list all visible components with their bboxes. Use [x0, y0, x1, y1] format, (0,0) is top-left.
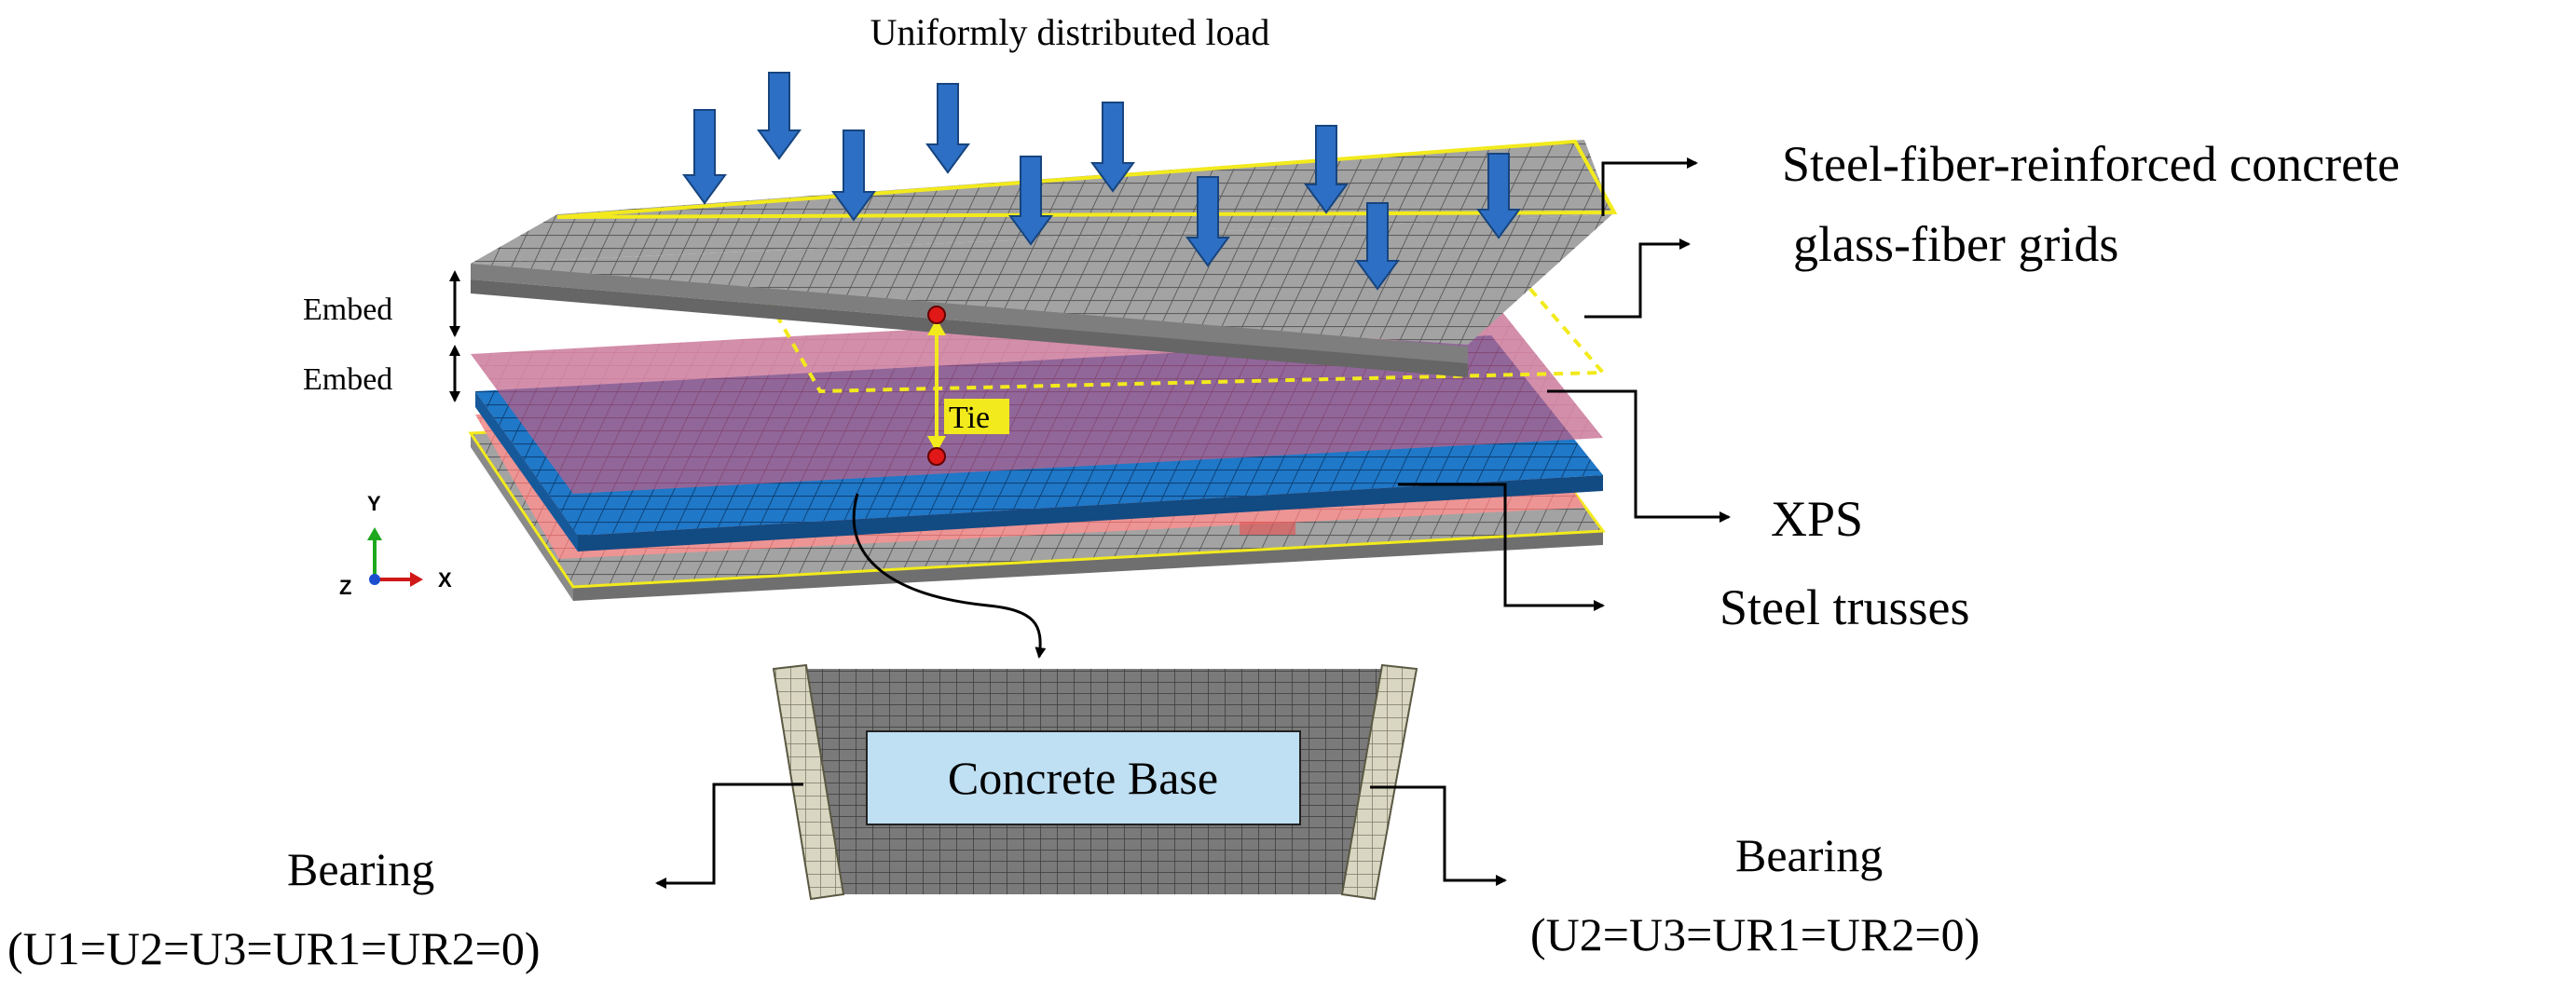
bearing-leaders — [655, 783, 1507, 889]
axis-triad: Y X Z — [339, 492, 452, 599]
load-arrow-8 — [1304, 125, 1349, 214]
load-title: Uniformly distributed load — [870, 11, 1270, 53]
concrete-base-label: Concrete Base — [948, 752, 1218, 804]
load-arrow-5 — [1008, 156, 1053, 246]
tie-label: Tie — [949, 401, 990, 435]
label-steel-fiber-concrete: Steel-fiber-reinforced concrete — [1782, 136, 2400, 192]
tie-node-top — [927, 306, 946, 324]
embed-marker-1: Embed — [303, 270, 460, 337]
load-arrow-6 — [1090, 102, 1135, 193]
concrete-base: Concrete Base — [772, 663, 1418, 901]
bearing-left-condition: (U1=U2=U3=UR1=UR2=0) — [7, 922, 541, 974]
load-arrows — [682, 72, 1521, 291]
tie-node-bottom — [927, 447, 946, 466]
embed-marker-2: Embed — [303, 345, 460, 402]
label-glass-fiber-grids: glass-fiber grids — [1793, 216, 2118, 272]
axis-z-label: Z — [339, 576, 351, 599]
load-arrow-10 — [1476, 153, 1521, 239]
load-arrow-9 — [1355, 202, 1400, 291]
load-arrow-3 — [831, 129, 876, 222]
tie-surface-outline — [742, 241, 1608, 394]
label-xps: XPS — [1771, 491, 1863, 547]
label-steel-trusses: Steel trusses — [1720, 579, 1969, 635]
base-connector-curve — [852, 493, 1047, 659]
load-arrow-2 — [757, 72, 802, 160]
load-arrow-1 — [682, 109, 727, 205]
bearing-left-title: Bearing — [287, 843, 434, 895]
embed-label-2: Embed — [303, 362, 392, 397]
concrete-base-label-box — [866, 730, 1301, 825]
axis-y-label: Y — [367, 492, 381, 515]
axis-x-label: X — [438, 568, 452, 592]
load-arrow-4 — [925, 83, 970, 174]
bearing-right-title: Bearing — [1735, 829, 1883, 881]
leader-lines — [1398, 157, 1731, 611]
load-arrow-7 — [1185, 176, 1230, 267]
embed-label-1: Embed — [303, 293, 392, 327]
bearing-right-condition: (U2=U3=UR1=UR2=0) — [1530, 908, 1980, 960]
tie-connector: Tie — [927, 306, 1009, 466]
